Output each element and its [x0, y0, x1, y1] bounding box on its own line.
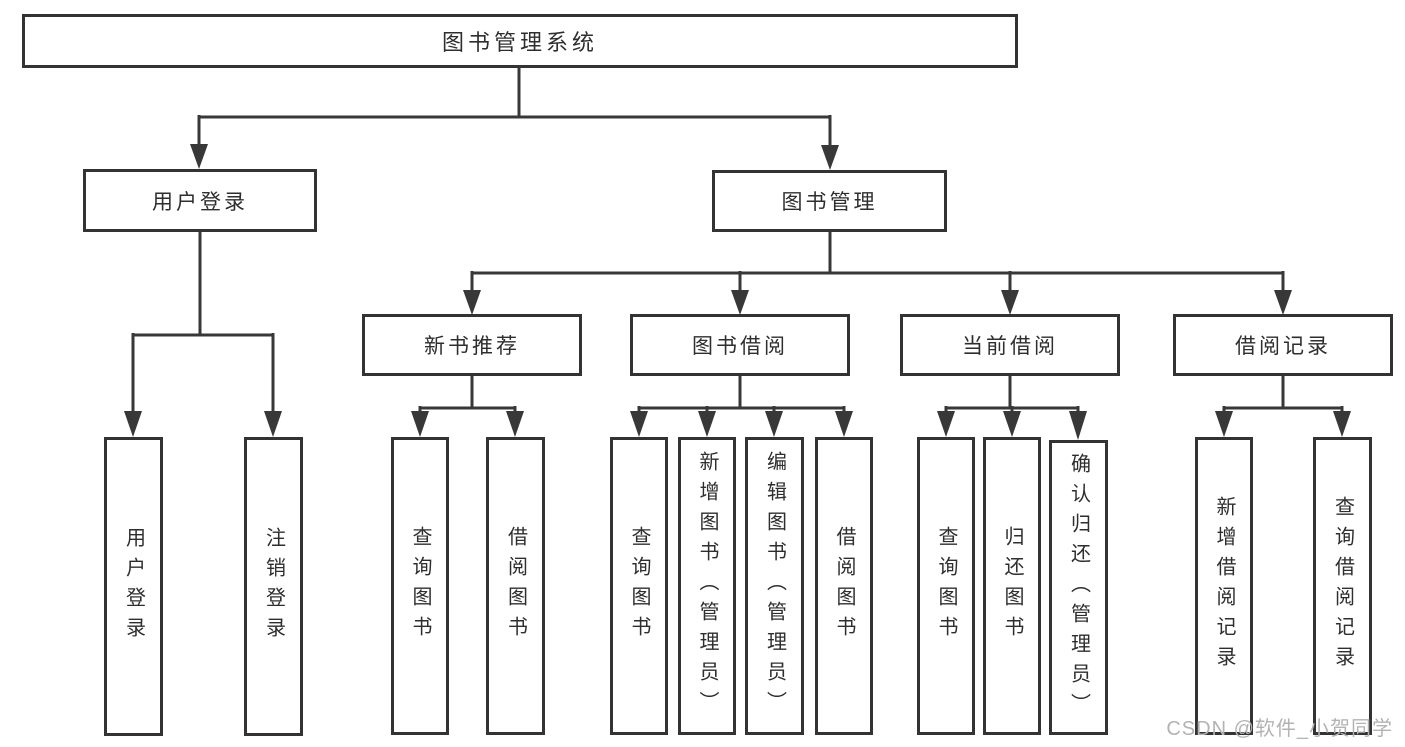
leaf-add-books-admin-label: 新增图书（管理员）	[696, 451, 718, 721]
connector-book-borrow-to-leaves	[630, 375, 853, 437]
node-borrow-records-label: 借阅记录	[1235, 335, 1331, 358]
leaf-query-books-current-label: 查询图书	[935, 526, 957, 646]
leaf-borrow-books-recommend: 借阅图书	[486, 437, 545, 735]
leaf-confirm-return-admin-label: 确认归还（管理员）	[1067, 452, 1090, 723]
node-current-borrow: 当前借阅	[900, 314, 1120, 376]
node-user-login-label: 用户登录	[152, 190, 248, 214]
node-borrow-records: 借阅记录	[1173, 314, 1393, 376]
leaf-query-books-recommend-label: 查询图书	[409, 526, 431, 646]
leaf-edit-books-admin: 编辑图书（管理员）	[745, 437, 804, 735]
leaf-borrow-books-label: 借阅图书	[833, 526, 855, 646]
node-book-mgmt: 图书管理	[712, 170, 947, 232]
node-book-mgmt-label: 图书管理	[781, 191, 878, 214]
leaf-user-login-label: 用户登录	[122, 526, 145, 647]
leaf-edit-books-admin-label: 编辑图书（管理员）	[763, 451, 786, 721]
leaf-query-books-current: 查询图书	[917, 437, 975, 735]
leaf-query-books-borrow: 查询图书	[610, 437, 668, 735]
leaf-query-books-borrow-label: 查询图书	[628, 526, 650, 646]
leaf-return-books: 归还图书	[983, 437, 1041, 735]
node-current-borrow-label: 当前借阅	[962, 335, 1058, 358]
leaf-add-borrow-record: 新增借阅记录	[1195, 437, 1253, 735]
leaf-user-login: 用户登录	[104, 437, 163, 736]
leaf-add-books-admin: 新增图书（管理员）	[678, 437, 736, 735]
node-user-login: 用户登录	[83, 169, 317, 232]
connector-book-mgmt-to-level3	[463, 232, 1292, 315]
node-new-book-recommend: 新书推荐	[362, 314, 582, 376]
leaf-borrow-books-recommend-label: 借阅图书	[504, 526, 527, 646]
node-new-book-recommend-label: 新书推荐	[424, 335, 520, 358]
node-root: 图书管理系统	[22, 14, 1018, 68]
connector-new-book-recommend-to-leaves	[411, 375, 524, 437]
connector-current-borrow-to-leaves	[937, 375, 1087, 440]
csdn-watermark: CSDN @软件_小贺同学	[1166, 718, 1393, 740]
leaf-query-books-recommend: 查询图书	[391, 437, 449, 735]
node-book-borrow-label: 图书借阅	[692, 335, 788, 358]
leaf-logout: 注销登录	[244, 437, 303, 736]
connector-root-to-level2	[190, 68, 839, 170]
leaf-query-borrow-record-label: 查询借阅记录	[1331, 496, 1354, 676]
connector-user-login-to-leaves	[124, 232, 282, 437]
leaf-query-borrow-record: 查询借阅记录	[1313, 437, 1372, 735]
node-root-label: 图书管理系统	[441, 30, 598, 55]
connector-borrow-records-to-leaves	[1215, 375, 1351, 437]
leaf-logout-label: 注销登录	[262, 526, 285, 647]
leaf-add-borrow-record-label: 新增借阅记录	[1213, 496, 1235, 676]
node-book-borrow: 图书借阅	[630, 314, 850, 376]
leaf-confirm-return-admin: 确认归还（管理员）	[1049, 440, 1108, 735]
leaf-borrow-books: 借阅图书	[815, 437, 873, 735]
leaf-return-books-label: 归还图书	[1001, 526, 1023, 646]
